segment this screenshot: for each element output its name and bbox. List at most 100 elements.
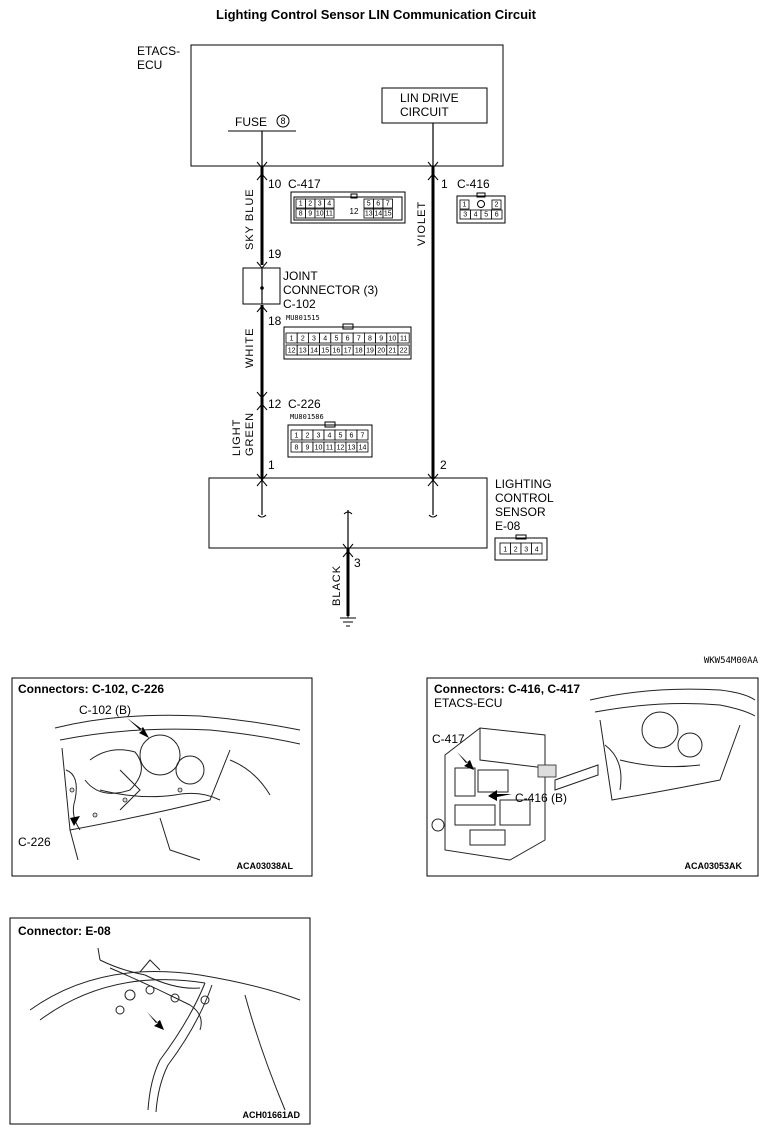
c416-cell bbox=[491, 209, 503, 220]
diagram-code: WKW54M00AA bbox=[704, 656, 759, 666]
connector-mark-e08-2b bbox=[427, 479, 439, 487]
c417-cell-mid: 12 bbox=[350, 207, 359, 216]
c417-cell bbox=[324, 198, 335, 209]
c102-pin-9: 9 bbox=[379, 336, 383, 343]
c102-pin-20: 20 bbox=[377, 348, 385, 355]
sensor-node-3 bbox=[343, 511, 353, 515]
c226-cell bbox=[356, 429, 369, 441]
c226-pin-9: 9 bbox=[306, 445, 310, 452]
c102-pin-7: 7 bbox=[357, 336, 361, 343]
connector-mark-e08-3 bbox=[342, 543, 354, 551]
c102-pin-3: 3 bbox=[312, 336, 316, 343]
pin-1-c416: 1 bbox=[441, 177, 448, 191]
c102-pin-5: 5 bbox=[334, 336, 338, 343]
panel2-subtitle: ETACS-ECU bbox=[434, 696, 502, 710]
c417-pin-13: 13 bbox=[365, 211, 373, 218]
pin-19: 19 bbox=[268, 247, 282, 261]
panel1-label-c226: C-226 bbox=[18, 835, 51, 849]
dashboard-sketch-2 bbox=[589, 688, 756, 801]
diagram-title: Lighting Control Sensor LIN Communicatio… bbox=[216, 7, 537, 22]
c417-pin-3: 3 bbox=[318, 201, 322, 208]
sensor-line3: SENSOR bbox=[495, 505, 546, 519]
panel2-code: ACA03053AK bbox=[684, 861, 742, 871]
joint-splice-dot bbox=[260, 286, 264, 290]
pin-2-sensor: 2 bbox=[440, 458, 447, 472]
c226-pin-2: 2 bbox=[306, 433, 310, 440]
c226-pin-4: 4 bbox=[328, 433, 332, 440]
dashboard-sketch-1 bbox=[54, 714, 301, 861]
c417-pin-7: 7 bbox=[386, 201, 390, 208]
c417-pin-9: 9 bbox=[308, 211, 312, 218]
lin-drive-line2: CIRCUIT bbox=[400, 105, 449, 119]
ground-symbol bbox=[340, 614, 356, 627]
c226-pin-5: 5 bbox=[339, 433, 343, 440]
arrow-c416 bbox=[488, 790, 512, 801]
connector-mark-e08-1b bbox=[256, 479, 268, 487]
c417-pin-15: 15 bbox=[384, 211, 392, 218]
c102-pin-19: 19 bbox=[366, 348, 374, 355]
panel2-title: Connectors: C-416, C-417 bbox=[434, 682, 580, 696]
e08-pin-1: 1 bbox=[503, 547, 507, 554]
panel2-label-c416: C-416 (B) bbox=[515, 791, 567, 805]
fuse-number: 8 bbox=[280, 116, 285, 126]
joint-line3: C-102 bbox=[283, 297, 316, 311]
fuse-label: FUSE bbox=[235, 115, 267, 129]
c102-pin-8: 8 bbox=[368, 336, 372, 343]
etacs-ecu-box bbox=[190, 44, 504, 167]
c226-pin-3: 3 bbox=[317, 433, 321, 440]
c417-pin-5: 5 bbox=[367, 201, 371, 208]
arrow-e08 bbox=[147, 1012, 164, 1030]
connector-mark-18 bbox=[256, 305, 268, 313]
c102-pin-12: 12 bbox=[288, 348, 296, 355]
arrow-c417 bbox=[457, 752, 474, 770]
c102-pin-22: 22 bbox=[400, 348, 408, 355]
c102-pin-11: 11 bbox=[400, 336, 407, 343]
pin-1-sensor: 1 bbox=[268, 458, 275, 472]
c102-pin-1: 1 bbox=[290, 336, 294, 343]
c102-pin-6: 6 bbox=[346, 336, 350, 343]
c102-pin-13: 13 bbox=[299, 348, 307, 355]
c226-cell bbox=[356, 441, 369, 453]
c102-pin-2: 2 bbox=[301, 336, 305, 343]
connector-mark-c226-b bbox=[256, 403, 268, 411]
arrow-c102 bbox=[127, 718, 149, 738]
connector-mark-c417 bbox=[256, 161, 268, 169]
panel1-label-c102: C-102 (B) bbox=[79, 703, 131, 717]
sensor-line4: E-08 bbox=[495, 519, 521, 533]
pin-10: 10 bbox=[268, 177, 282, 191]
c102-pin-18: 18 bbox=[355, 348, 363, 355]
c226-pin-6: 6 bbox=[350, 433, 354, 440]
connector-mark-c417-b bbox=[256, 173, 268, 181]
c226-pin-11: 11 bbox=[326, 445, 333, 452]
c417-pin-8: 8 bbox=[299, 211, 303, 218]
label-c417: C-417 bbox=[288, 177, 321, 191]
panel3-code: ACH01661AD bbox=[242, 1110, 300, 1120]
c416-pin-3: 3 bbox=[463, 212, 467, 219]
c226-pin-14: 14 bbox=[359, 445, 367, 452]
pin-12: 12 bbox=[268, 397, 282, 411]
wire-label-green: GREEN bbox=[244, 412, 256, 456]
sensor-node-2 bbox=[428, 514, 438, 518]
c416-cell bbox=[491, 199, 502, 210]
callout-arrow bbox=[554, 764, 599, 791]
panel-e08: Connector: E-08 ACH01661AD bbox=[9, 917, 311, 1125]
part-mu801586: MU801586 bbox=[290, 413, 324, 421]
pin-3-sensor: 3 bbox=[354, 556, 361, 570]
e08-pin-4: 4 bbox=[535, 547, 539, 554]
c226-pin-8: 8 bbox=[295, 445, 299, 452]
sensor-node-1 bbox=[257, 514, 267, 518]
e08-pin-2: 2 bbox=[514, 547, 518, 554]
c417-pin-2: 2 bbox=[308, 201, 312, 208]
sensor-line2: CONTROL bbox=[495, 491, 554, 505]
c226-pin-13: 13 bbox=[348, 445, 356, 452]
lin-drive-line1: LIN DRIVE bbox=[400, 91, 459, 105]
c417-pin-14: 14 bbox=[374, 211, 382, 218]
c416-pin-1: 1 bbox=[463, 202, 467, 209]
c417-pin-11: 11 bbox=[326, 211, 333, 218]
connector-mark-c416 bbox=[427, 161, 439, 169]
c417-cell bbox=[324, 208, 335, 219]
